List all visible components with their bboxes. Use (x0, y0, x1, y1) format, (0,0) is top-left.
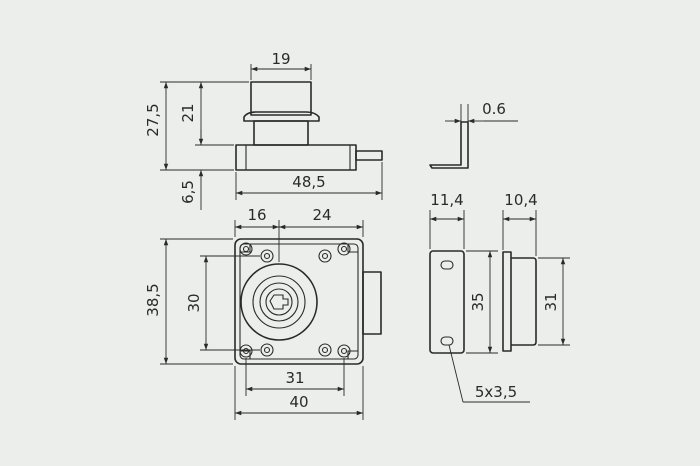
bolt-housing (362, 271, 382, 335)
side-view-strike: 10,4 31 (502, 191, 570, 352)
dim-hole-spacing-v: 30 (185, 293, 203, 312)
side-view-plate: 11,4 35 5x3,5 (429, 191, 530, 403)
dim-slot-size: 5x3,5 (475, 383, 517, 401)
mounting-plate (429, 250, 465, 354)
knob-collar (243, 111, 320, 122)
front-plate-inner (239, 243, 359, 360)
dim-side-width-b: 10,4 (504, 191, 537, 209)
sheet-profile-view: 0.6 (429, 100, 518, 169)
dim-top-width: 19 (271, 50, 290, 68)
dim-front-left: 16 (247, 206, 266, 224)
knob-neck (253, 120, 309, 146)
strike-flange (502, 251, 512, 352)
dim-plate-inner-height: 31 (542, 292, 560, 311)
dim-height-knob: 21 (179, 103, 197, 122)
dim-plate-height: 35 (469, 292, 487, 311)
dim-front-width: 40 (289, 393, 308, 411)
knob-cylinder (250, 81, 312, 116)
top-view: 19 27,5 21 6,5 48,5 (144, 50, 383, 210)
dim-hole-spacing-h: 31 (285, 369, 304, 387)
dim-front-right: 24 (312, 206, 331, 224)
dim-side-width-a: 11,4 (430, 191, 463, 209)
dim-front-height: 38,5 (144, 283, 162, 316)
dim-height-base: 6,5 (179, 180, 197, 204)
sheet-profile (429, 121, 469, 169)
slot-bottom (440, 336, 454, 346)
dim-sheet-thickness: 0.6 (482, 100, 506, 118)
dim-height-total: 27,5 (144, 103, 162, 136)
screw-holes (239, 242, 351, 358)
keyway (269, 294, 289, 310)
front-view: 16 24 38,5 30 31 40 (144, 206, 382, 420)
lock-body-base (235, 144, 357, 171)
dim-body-length: 48,5 (292, 173, 325, 191)
key-cylinder (240, 263, 318, 341)
strike-body (511, 257, 537, 346)
bolt (355, 150, 383, 161)
slot-top (440, 260, 454, 270)
